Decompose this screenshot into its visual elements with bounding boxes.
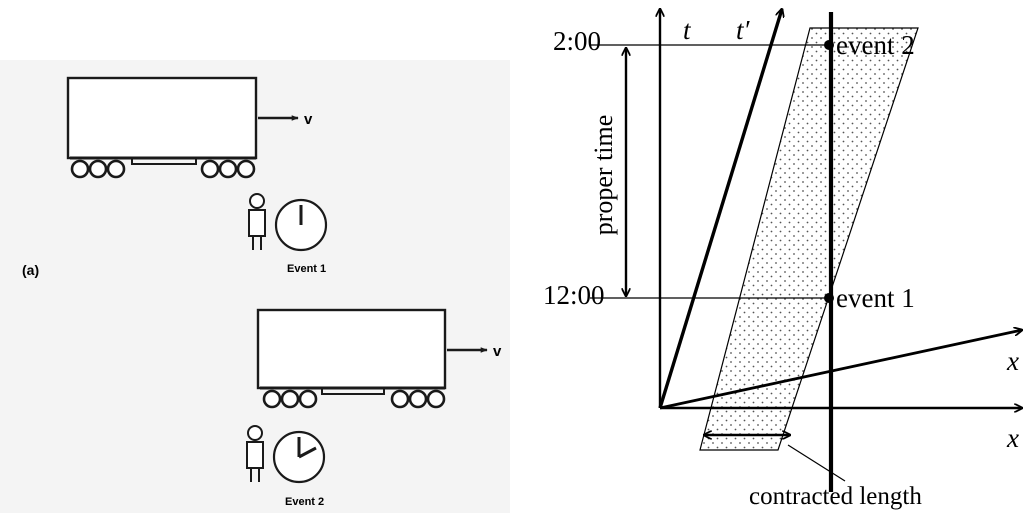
wheel [390,389,410,409]
event-1-label: event 1 [836,283,915,313]
observer-1-icon [248,193,266,250]
event-2-caption: Event 2 [285,496,324,508]
x-prime-axis-label: x [1006,346,1019,376]
wheel [70,159,90,179]
truck-event-1: v [66,76,313,179]
truck-1-box [66,76,258,160]
wheel [408,389,428,409]
wheel [218,159,238,179]
clock-2-icon [272,430,326,484]
t-prime-axis-label: t′ [736,15,751,45]
wheel [236,159,256,179]
wheel [88,159,108,179]
spacetime-diagram: proper time 2:00 12:00 t t′ event 2 even… [543,9,1022,510]
panel-label-a: (a) [22,262,39,278]
t-prime-axis [658,9,782,409]
x-prime-axis [659,330,1022,410]
event-1-caption: Event 1 [287,263,326,275]
wheel [106,159,126,179]
truck-2-box [256,308,447,390]
event-1-marker [824,293,834,303]
left-panel: v Event 1 (a) [0,60,510,513]
observer-2-icon [246,425,264,482]
contracted-length-leader [787,444,846,482]
velocity-label-2: v [493,343,502,360]
truck-2-wheels [262,389,446,409]
wheel [298,389,318,409]
event-2-marker [824,40,834,50]
velocity-label-1: v [304,111,313,128]
observer-clock-2: Event 2 [246,425,326,508]
clock-1-icon [274,198,328,252]
truck-1-wheels [70,159,256,179]
wheel [280,389,300,409]
x-axis-label: x [1006,423,1019,453]
tick-label-12-00: 12:00 [543,280,605,310]
proper-time-label: proper time [589,115,618,236]
truck-1-undercarriage [131,158,197,165]
truck-2-undercarriage [321,388,385,395]
wheel [200,159,220,179]
truck-event-2: v [256,308,502,409]
contracted-length-label: contracted length [749,483,922,510]
wheel [426,389,446,409]
observer-clock-1: Event 1 [248,193,328,275]
event-2-label: event 2 [836,30,915,60]
tick-label-2-00: 2:00 [553,26,601,56]
truck-worldtube [699,27,919,451]
wheel [262,389,282,409]
t-axis-label: t [683,15,692,45]
